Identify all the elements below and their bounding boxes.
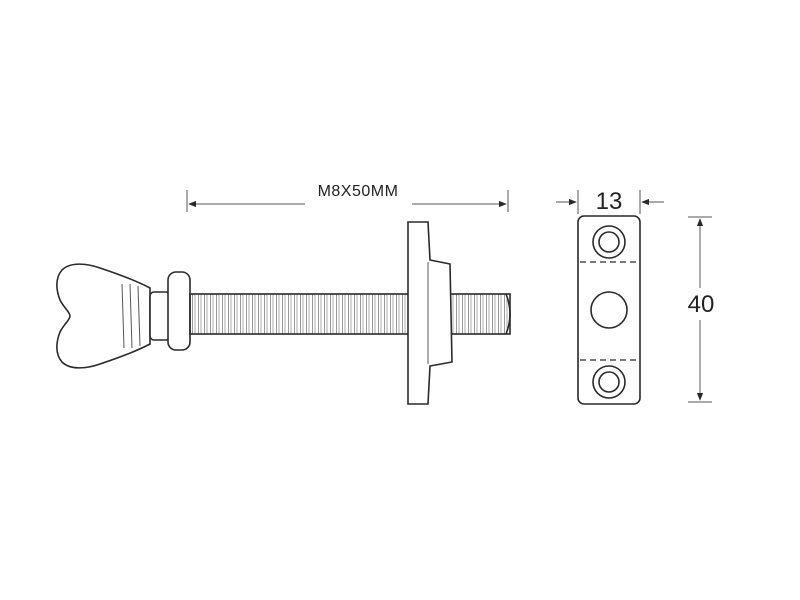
wing-nut-shape [56, 263, 151, 369]
length-dimension: M8X50MM [186, 183, 509, 212]
length-label: M8X50MM [318, 183, 399, 200]
washer [167, 271, 191, 351]
bottom-hole-outer [592, 365, 626, 399]
width-dimension: 13 [556, 188, 664, 215]
t-plate [407, 221, 453, 405]
plate-front-view [577, 215, 641, 405]
wing-nut-grooves [121, 283, 141, 349]
height-dimension: 40 [688, 216, 715, 403]
top-hole-inner [598, 231, 620, 253]
bolt-neck [149, 291, 171, 341]
height-label: 40 [688, 291, 715, 318]
shaft-end [505, 293, 511, 335]
threaded-shaft [189, 293, 511, 335]
width-label: 13 [596, 188, 623, 215]
plate-outline [577, 215, 641, 405]
top-hole-outer [592, 225, 626, 259]
wing-bolt-side-view [56, 221, 511, 405]
bottom-hole-inner [598, 371, 620, 393]
center-hole [590, 291, 628, 329]
